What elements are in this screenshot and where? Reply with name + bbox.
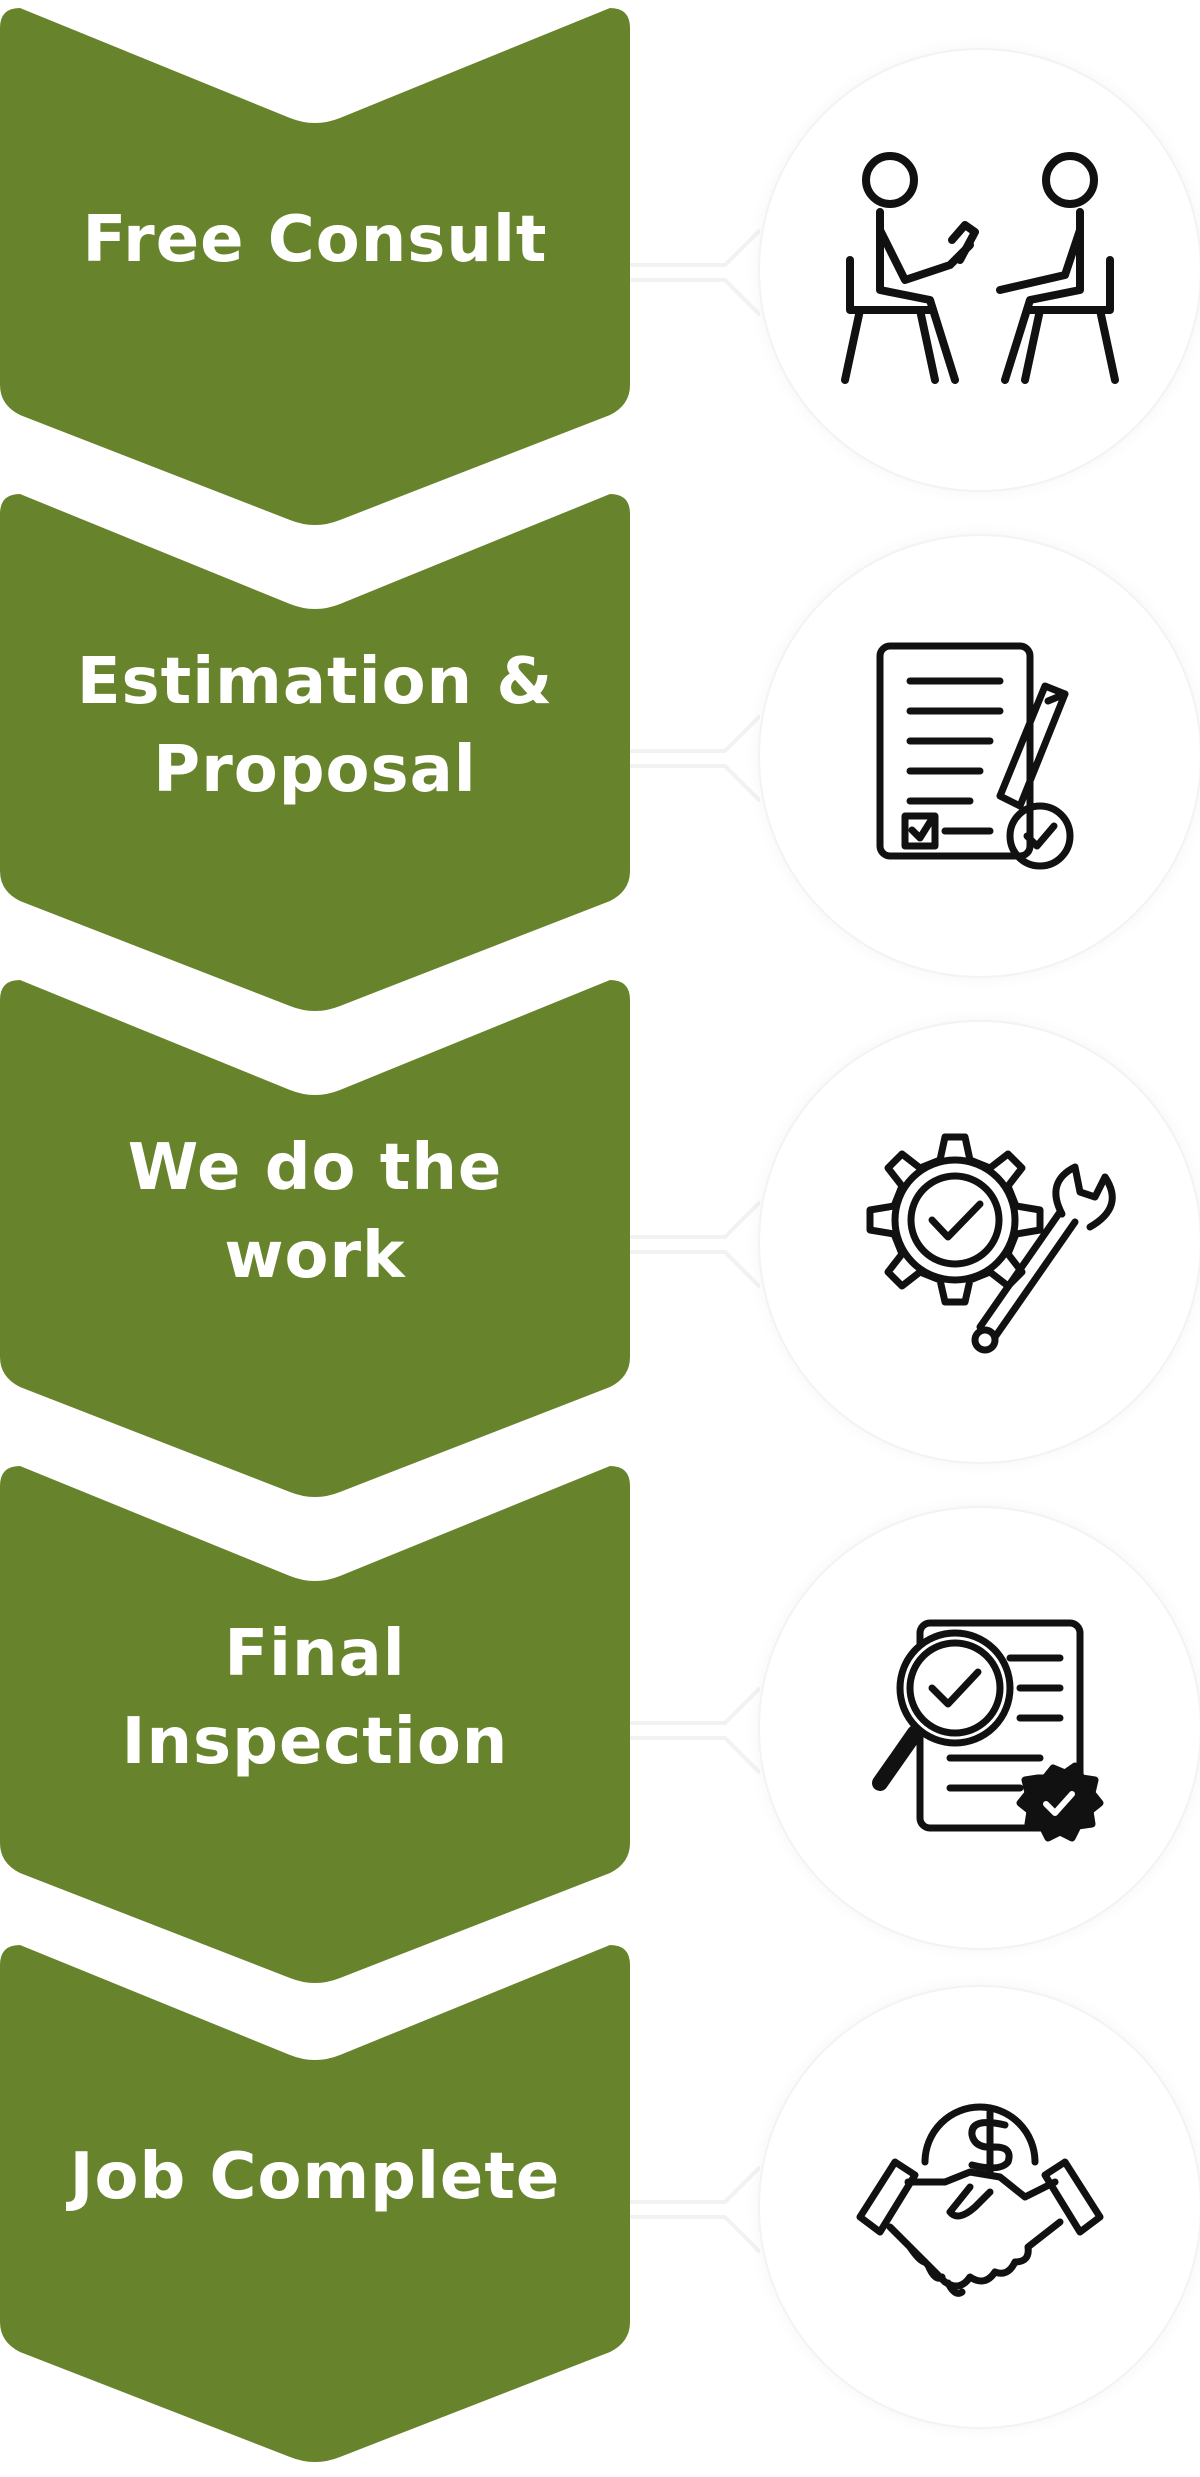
connector-line: [630, 228, 760, 317]
gear-wrench-icon: [866, 1133, 1116, 1354]
process-step-3: We do the work: [0, 972, 1200, 1512]
step-chevron: [0, 1458, 630, 1998]
handshake-dollar-icon: [856, 2103, 1104, 2297]
connector-line: [630, 1200, 760, 1289]
icon-circle: [760, 536, 1200, 976]
process-step-5: Job Complete: [0, 1937, 1200, 2477]
step-label: Final Inspection: [121, 1617, 509, 1779]
step-label: We do the work: [127, 1131, 503, 1293]
step-chevron: [0, 0, 630, 540]
consultation-icon: [841, 152, 1119, 384]
inspection-magnifier-icon: [872, 1619, 1104, 1842]
step-chevron: [0, 486, 630, 1026]
icon-circle: [760, 1022, 1200, 1462]
connector-line: [630, 714, 760, 803]
process-step-4: Final Inspection: [0, 1458, 1200, 1998]
icon-circle: [760, 50, 1200, 490]
proposal-document-icon: [876, 642, 1074, 870]
icon-circle: [760, 1987, 1200, 2427]
step-chevron: [0, 1937, 630, 2477]
connector-line: [630, 1686, 760, 1775]
process-step-2: Estimation & Proposal: [0, 486, 1200, 1026]
step-chevron: [0, 972, 630, 1512]
step-label: Estimation & Proposal: [76, 645, 554, 807]
step-label: Job Complete: [69, 2140, 561, 2214]
process-step-1: Free Consult: [0, 0, 1200, 540]
step-label: Free Consult: [82, 203, 548, 277]
icon-circle: [760, 1508, 1200, 1948]
connector-line: [630, 2165, 760, 2254]
